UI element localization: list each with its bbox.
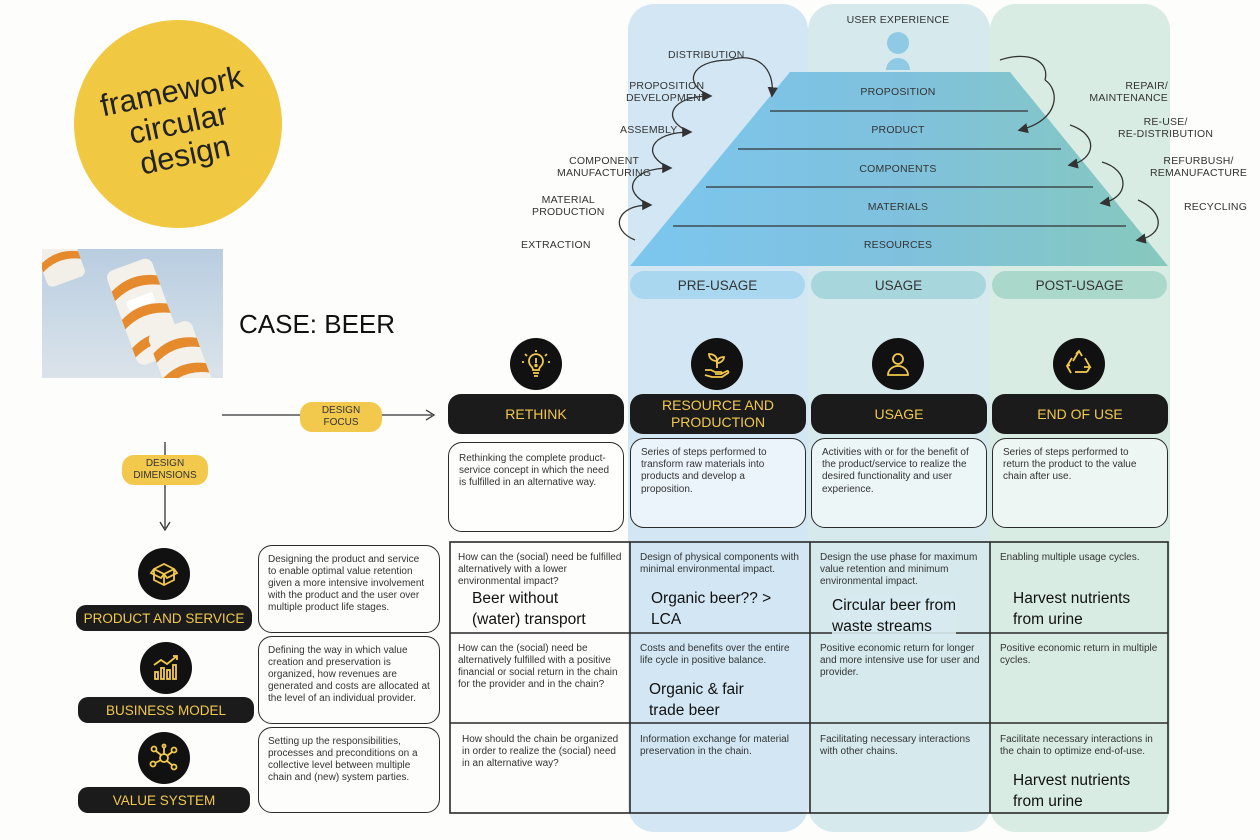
pyramid-top-label: USER EXPERIENCE xyxy=(846,14,950,26)
focus-usage-desc: Activities with or for the benefit of th… xyxy=(811,438,987,528)
lightbulb-icon xyxy=(510,338,562,390)
phase-pre-usage: PRE-USAGE xyxy=(630,271,805,299)
pyramid-level-resources: RESOURCES xyxy=(863,239,933,251)
user-icon xyxy=(872,338,924,390)
stage-assembly: ASSEMBLY xyxy=(620,124,678,136)
stage-proposition-development: PROPOSITION DEVELOPMENT xyxy=(626,80,708,104)
note-harvest-nutrients-2: Harvest nutrients from urine xyxy=(1013,772,1131,810)
note-circular-beer: Circular beer from waste streams xyxy=(832,596,957,638)
design-dimensions-tag: DESIGN DIMENSIONS xyxy=(122,455,208,485)
cell-resource-product: Design of physical components with minim… xyxy=(632,544,812,634)
cell-text: Facilitate necessary interactions in the… xyxy=(1000,734,1153,757)
cell-rethink-value: How should the chain be organized in ord… xyxy=(454,726,630,816)
note-organic-beer-lca: Organic beer?? > LCA xyxy=(651,590,772,628)
focus-rethink-header: RETHINK xyxy=(448,394,624,434)
dimension-value-system-label: VALUE SYSTEM xyxy=(78,787,250,813)
cell-rethink-product: How can the (social) need be fulfilled a… xyxy=(450,544,630,634)
network-icon xyxy=(138,732,190,784)
pyramid-diagram xyxy=(630,32,1168,266)
focus-resource-production-desc: Series of steps performed to transform r… xyxy=(630,438,806,528)
cell-text: How should the chain be organized in ord… xyxy=(462,734,619,769)
stage-repair-maintenance: REPAIR/ MAINTENANCE xyxy=(1089,80,1168,104)
cell-resource-business: Costs and benefits over the entire life … xyxy=(632,635,812,725)
cell-text: How can the (social) need be alternative… xyxy=(458,643,618,690)
note-organic-fair-trade: Organic & fair trade beer xyxy=(649,681,744,719)
chart-icon xyxy=(140,642,192,694)
recycle-icon xyxy=(1053,338,1105,390)
stage-component-manufacturing: COMPONENT MANUFACTURING xyxy=(557,155,652,179)
dimension-business-model-desc: Defining the way in which value creation… xyxy=(258,636,440,724)
cell-usage-value: Facilitating necessary interactions with… xyxy=(812,726,992,816)
cell-resource-value: Information exchange for material preser… xyxy=(632,726,812,816)
phase-post-usage: POST-USAGE xyxy=(992,271,1167,299)
cell-text: How can the (social) need be fulfilled a… xyxy=(458,552,622,587)
cell-text: Information exchange for material preser… xyxy=(640,734,789,757)
cell-text: Facilitating necessary interactions with… xyxy=(820,734,971,757)
pyramid-level-materials: MATERIALS xyxy=(867,201,929,213)
cell-endofuse-value: Facilitate necessary interactions in the… xyxy=(992,726,1170,816)
stage-extraction: EXTRACTION xyxy=(521,239,591,251)
plant-in-hand-icon xyxy=(691,338,743,390)
cell-text: Positive economic return in multiple cyc… xyxy=(1000,643,1158,666)
dimension-value-system-desc: Setting up the responsibilities, process… xyxy=(258,727,440,813)
focus-end-of-use-desc: Series of steps performed to return the … xyxy=(992,438,1168,528)
focus-end-of-use-header: END OF USE xyxy=(992,394,1168,434)
dimension-product-service-label: PRODUCT AND SERVICE xyxy=(76,605,252,631)
cell-text: Design of physical components with minim… xyxy=(640,552,799,575)
cell-rethink-business: How can the (social) need be alternative… xyxy=(450,635,630,725)
matrix-grid xyxy=(449,541,1169,814)
stage-recycling: RECYCLING xyxy=(1184,201,1248,213)
note-beer-without-transport: Beer without (water) transport xyxy=(472,590,586,628)
note-harvest-nutrients-1: Harvest nutrients from urine xyxy=(1013,590,1131,628)
focus-usage-header: USAGE xyxy=(811,394,987,434)
stage-material-production: MATERIAL PRODUCTION xyxy=(532,194,605,218)
cell-text: Costs and benefits over the entire life … xyxy=(640,643,790,666)
dimension-business-model-label: BUSINESS MODEL xyxy=(78,697,254,723)
cell-usage-product: Design the use phase for maximum value r… xyxy=(812,544,992,634)
cell-endofuse-business: Positive economic return in multiple cyc… xyxy=(992,635,1170,725)
dimension-product-service-desc: Designing the product and service to ena… xyxy=(258,545,440,633)
cell-text: Positive economic return for longer and … xyxy=(820,643,980,678)
pyramid-level-proposition: PROPOSITION xyxy=(860,86,936,98)
focus-resource-production-header: RESOURCE AND PRODUCTION xyxy=(630,394,806,434)
stage-distribution: DISTRIBUTION xyxy=(668,49,745,61)
focus-rethink-desc: Rethinking the complete product-service … xyxy=(448,442,624,532)
cell-endofuse-product: Enabling multiple usage cycles. xyxy=(992,544,1170,634)
pyramid-level-components: COMPONENTS xyxy=(859,163,937,175)
framework-badge: framework circular design xyxy=(74,20,282,228)
pyramid-level-product: PRODUCT xyxy=(871,124,925,136)
lifecycle-arrows xyxy=(618,55,1159,244)
box-icon xyxy=(138,548,190,600)
cell-usage-business: Positive economic return for longer and … xyxy=(812,635,992,725)
stage-reuse-redistribution: RE-USE/ RE-DISTRIBUTION xyxy=(1118,116,1214,140)
cell-text: Enabling multiple usage cycles. xyxy=(1000,552,1140,563)
stage-refurbish-remanufacture: REFURBUSH/ REMANUFACTURE xyxy=(1150,155,1248,179)
cell-text: Design the use phase for maximum value r… xyxy=(820,552,978,587)
design-focus-tag: DESIGN FOCUS xyxy=(300,402,382,432)
case-label: CASE: BEER xyxy=(239,309,396,339)
phase-usage: USAGE xyxy=(811,271,986,299)
beer-cans-photo xyxy=(42,249,223,378)
